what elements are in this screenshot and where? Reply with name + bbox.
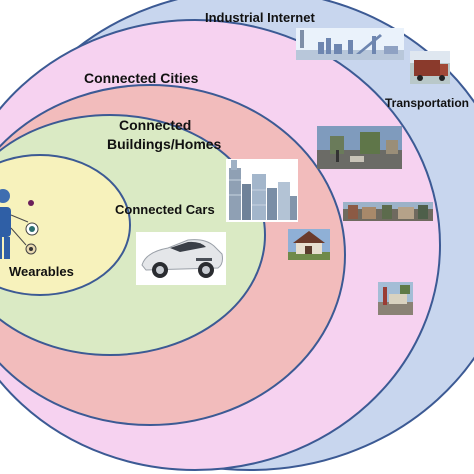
label-connected-buildings-line1: Connected (119, 117, 191, 133)
label-connected-buildings-line2: Buildings/Homes (107, 136, 222, 152)
skyscrapers-photo (226, 159, 298, 222)
label-wearables: Wearables (9, 264, 74, 279)
cargo-truck-photo (410, 51, 450, 84)
house-photo (288, 229, 330, 260)
industrial-plant-photo (296, 28, 404, 60)
town-street-photo (343, 202, 433, 221)
city-street-photo (317, 126, 402, 169)
label-connected-cars: Connected Cars (115, 202, 215, 217)
wearables-ring (0, 154, 131, 296)
wearable-person-icon (0, 189, 39, 259)
label-industrial-internet: Industrial Internet (205, 10, 315, 25)
label-transportation: Transportation (385, 96, 469, 110)
sports-car-photo (136, 232, 226, 285)
gas-station-photo (378, 282, 413, 315)
label-connected-cities: Connected Cities (84, 70, 199, 86)
